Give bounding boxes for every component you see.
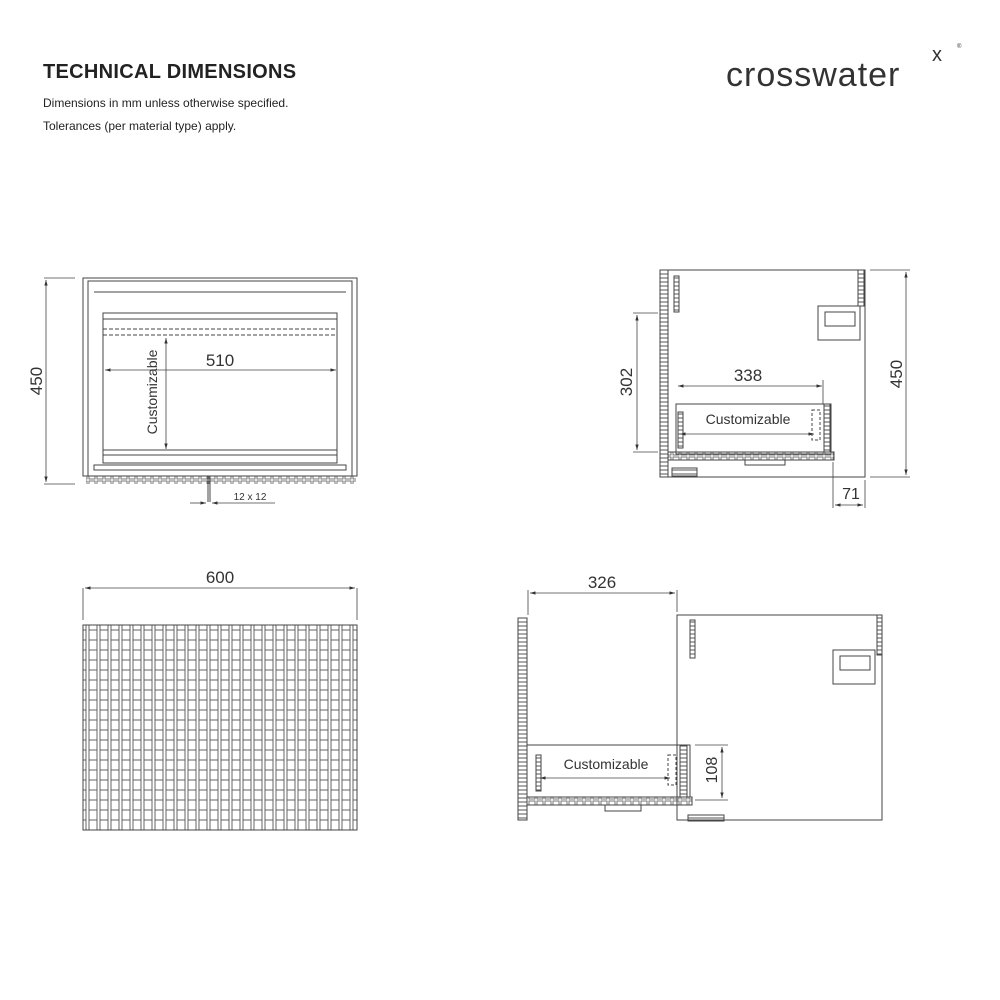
side-inner-height-label: 302 bbox=[617, 368, 636, 396]
units-note: Dimensions in mm unless otherwise specif… bbox=[43, 96, 289, 110]
brand-logo-mark: x bbox=[932, 44, 942, 66]
handle-size-label: 12 x 12 bbox=[234, 492, 267, 503]
page-title: TECHNICAL DIMENSIONS bbox=[43, 61, 297, 83]
side-height-label: 450 bbox=[887, 360, 906, 388]
panel-width-label: 600 bbox=[206, 568, 234, 587]
registered-mark: ® bbox=[957, 44, 962, 50]
side-view bbox=[633, 269, 910, 508]
front-customizable-label: Customizable bbox=[144, 349, 160, 434]
tolerance-note: Tolerances (per material type) apply. bbox=[43, 119, 237, 133]
extension-label: 326 bbox=[588, 573, 616, 592]
side-offset-label: 71 bbox=[842, 486, 860, 503]
open-drawer-view bbox=[517, 590, 883, 822]
front-panel-view bbox=[82, 586, 358, 831]
drawer-height-label: 108 bbox=[704, 757, 721, 784]
front-view bbox=[44, 277, 358, 505]
brand-logo: crosswater bbox=[726, 56, 901, 94]
front-height-label: 450 bbox=[27, 367, 46, 395]
front-width-label: 510 bbox=[206, 351, 234, 370]
side-customizable-label: Customizable bbox=[706, 411, 791, 427]
open-customizable-label: Customizable bbox=[564, 756, 649, 772]
side-depth-label: 338 bbox=[734, 366, 762, 385]
